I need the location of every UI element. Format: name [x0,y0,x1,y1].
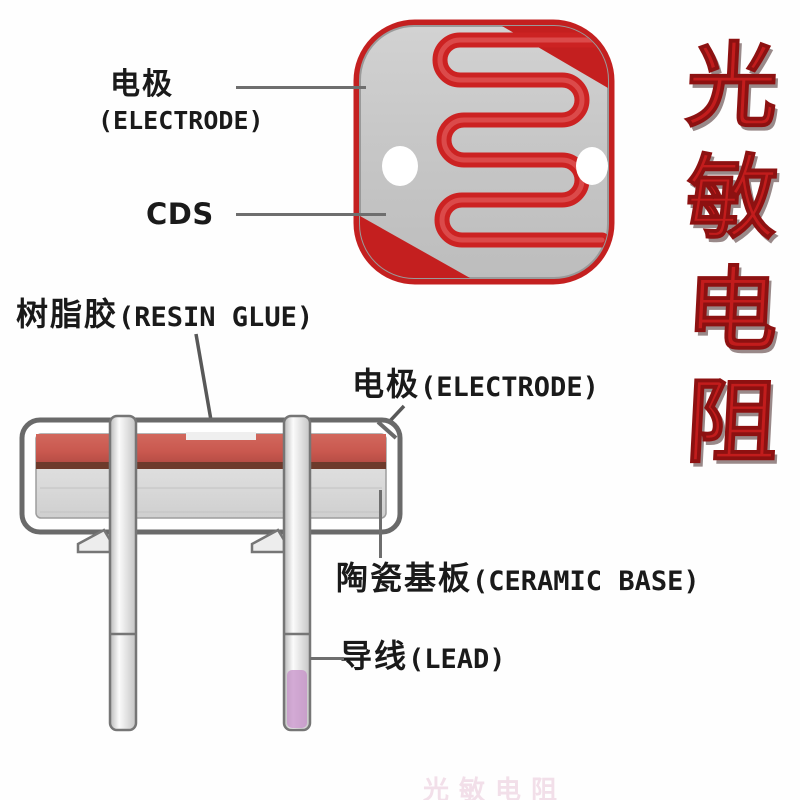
lead-wire-left [76,414,138,732]
label-electrode-top: 电极 (ELECTRODE) [98,67,264,135]
mounting-hole-right [576,147,608,185]
body-fill [359,25,609,279]
label-electrode-side-latin: (ELECTRODE) [420,371,599,403]
label-electrode-side: 电极 (ELECTRODE) [352,366,599,403]
label-lead-cjk: 导线 [340,637,409,675]
leader-line-lead [310,657,344,660]
leader-line-ceramic-base [379,490,382,558]
title-char-2: 电 [683,256,782,365]
label-ceramic-base-cjk: 陶瓷基板 [336,559,473,597]
corner-wedge-bottom-left [360,216,470,278]
lead-wire-right [250,414,312,732]
lead-right-tip-stain [287,670,307,728]
label-ceramic-base-latin: (CERAMIC BASE) [472,565,700,597]
vertical-title-photoresistor: 光 敏 电 阻 [683,32,782,488]
photoresistor-side-view [19,414,403,732]
label-resin-glue: 树脂胶 (RESIN GLUE) [16,296,313,333]
label-lead-latin: (LEAD) [408,643,506,675]
label-lead: 导线 (LEAD) [340,638,506,675]
label-ceramic-base: 陶瓷基板 (CERAMIC BASE) [336,560,700,597]
lead-right-shaft [282,414,312,732]
mounting-hole-left [382,146,418,186]
label-electrode-side-cjk: 电极 [352,365,421,403]
leader-line-cds [236,213,386,216]
title-char-3: 阻 [683,368,782,477]
bottom-watermark: 光敏电阻 [422,776,567,800]
electrode-top-strip [186,432,256,440]
label-electrode-top-cjk: 电极 [110,67,174,102]
leader-line-electrode-top [236,86,366,89]
package-corner-notch [376,420,398,440]
title-char-0: 光 [683,32,782,141]
label-resin-glue-cjk: 树脂胶 [16,295,119,333]
body-outer-rim [353,19,615,285]
cds-serpentine-highlight [437,37,605,243]
photoresistor-top-view [353,19,615,285]
lead-left-shaft [108,414,138,732]
label-cds: CDS [146,197,214,231]
label-resin-glue-latin: (RESIN GLUE) [118,301,314,333]
label-electrode-top-latin: (ELECTRODE) [98,105,264,135]
resin-glue-lower-edge [36,462,386,469]
title-char-1: 敏 [683,144,782,253]
